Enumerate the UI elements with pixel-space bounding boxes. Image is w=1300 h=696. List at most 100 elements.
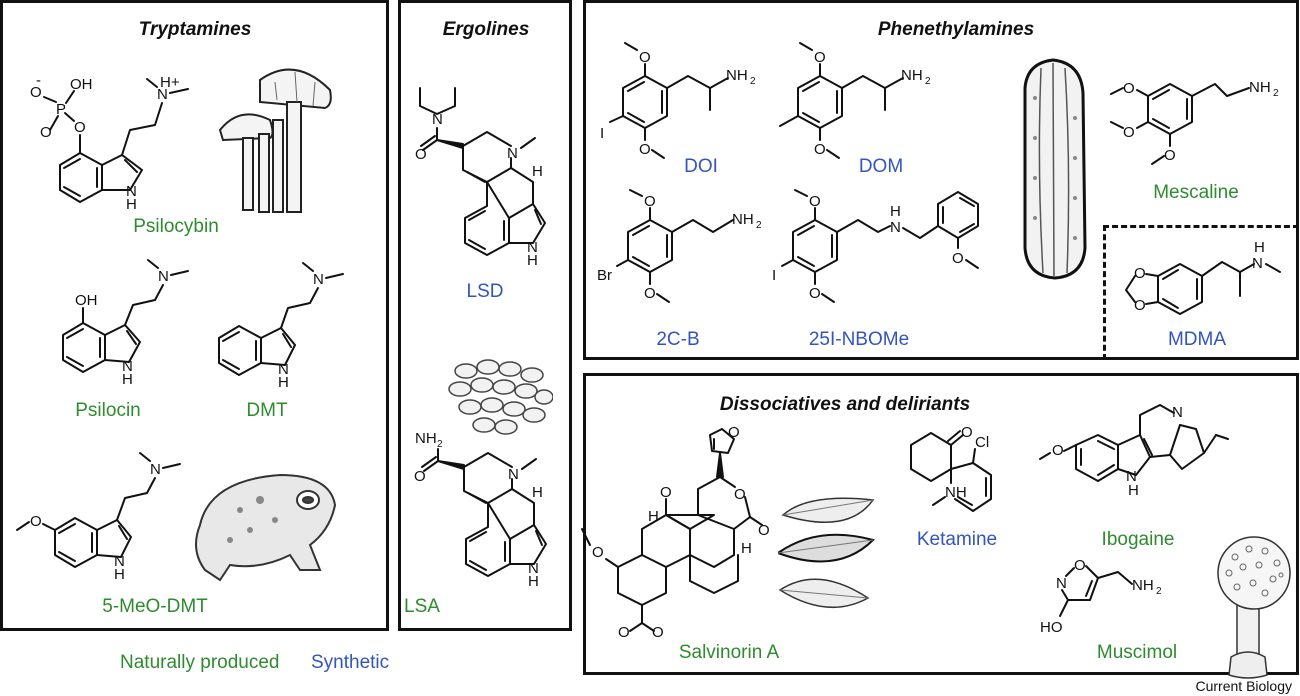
label-dmt: DMT: [246, 400, 288, 421]
label-25i-nbome: 25I-NBOMe: [808, 329, 910, 350]
svg-text:OH: OH: [70, 76, 93, 93]
svg-text:O: O: [1074, 557, 1086, 574]
mdma-dashed-subpanel: [1103, 225, 1299, 360]
svg-text:O: O: [809, 193, 821, 210]
panel-dissociatives: [583, 373, 1299, 675]
label-psilocin: Psilocin: [75, 400, 141, 421]
panel-ergolines: [398, 0, 572, 631]
label-lsa: LSA: [404, 596, 440, 617]
salvinorin-a-structure: O O O H O H O O O: [581, 424, 770, 641]
svg-text:2: 2: [756, 220, 762, 231]
svg-text:O: O: [1134, 297, 1146, 314]
svg-text:O: O: [660, 484, 672, 501]
svg-text:O: O: [30, 84, 42, 101]
svg-text:2: 2: [750, 76, 756, 87]
atom-n: N: [126, 183, 137, 200]
svg-text:O: O: [758, 522, 770, 539]
svg-text:N: N: [1126, 468, 1137, 485]
svg-text:2: 2: [925, 76, 931, 87]
label-mdma: MDMA: [1167, 329, 1227, 350]
svg-text:O: O: [618, 624, 630, 641]
tryptamines-title: Tryptamines: [138, 19, 252, 40]
svg-text:NH: NH: [1249, 79, 1271, 96]
lsd-structure: N O N H NH: [415, 87, 546, 269]
svg-text:P: P: [56, 101, 66, 118]
svg-text:O: O: [1123, 124, 1135, 141]
svg-text:N: N: [527, 239, 538, 256]
label-salvinorin-a: Salvinorin A: [678, 642, 780, 663]
svg-text:N: N: [313, 271, 324, 288]
svg-text:H: H: [278, 374, 289, 391]
svg-text:O: O: [1052, 442, 1064, 459]
svg-text:Cl: Cl: [975, 434, 989, 451]
svg-text:N: N: [507, 145, 518, 162]
svg-text:OH: OH: [75, 292, 98, 309]
label-2c-b: 2C-B: [656, 329, 700, 350]
mushroom-illustration: [218, 68, 332, 213]
svg-text:O: O: [1164, 147, 1176, 164]
svg-text:N: N: [122, 358, 133, 375]
svg-text:2: 2: [1156, 586, 1162, 597]
svg-text:N: N: [528, 560, 539, 577]
svg-text:N: N: [1056, 575, 1067, 592]
svg-text:H: H: [648, 508, 659, 525]
svg-text:O: O: [1123, 80, 1135, 97]
svg-text:NH: NH: [732, 211, 754, 228]
ketamine-structure: O NH Cl: [910, 424, 992, 512]
svg-text:O: O: [1134, 265, 1146, 282]
svg-text:O: O: [809, 285, 821, 302]
svg-text:H: H: [527, 252, 538, 269]
seeds-illustration: [448, 359, 553, 435]
svg-text:O: O: [74, 119, 86, 136]
svg-text:O: O: [415, 146, 427, 163]
svg-text:N: N: [1252, 255, 1263, 272]
25i-nbome-structure: O O I NH O: [772, 189, 979, 303]
svg-text:NH: NH: [901, 67, 923, 84]
dmt-structure: NH N: [218, 262, 344, 391]
svg-text:O: O: [644, 285, 656, 302]
label-ketamine: Ketamine: [916, 529, 998, 550]
svg-text:O: O: [734, 486, 746, 503]
svg-text:I: I: [600, 125, 604, 142]
svg-text:2: 2: [437, 439, 443, 450]
panel-phenethylamines: [583, 0, 1299, 360]
svg-text:H: H: [532, 484, 543, 501]
svg-text:Br: Br: [597, 267, 612, 284]
dissociatives-title: Dissociatives and deliriants: [719, 394, 971, 415]
cactus-illustration: [1023, 58, 1087, 280]
svg-text:-: -: [36, 72, 41, 89]
svg-text:O: O: [30, 513, 42, 530]
ergolines-title: Ergolines: [442, 19, 530, 40]
amanita-mushroom-illustration: [1217, 536, 1291, 679]
legend-natural: Naturally produced: [120, 652, 280, 673]
svg-text:H: H: [122, 371, 133, 388]
credit-text: Current Biology: [1195, 678, 1293, 694]
label-5-meo-dmt: 5-MeO-DMT: [102, 596, 208, 617]
svg-text:H: H: [532, 163, 543, 180]
label-doi: DOI: [684, 156, 718, 177]
svg-text:N: N: [890, 219, 901, 236]
label-mescaline: Mescaline: [1153, 182, 1239, 203]
svg-text:O: O: [639, 141, 651, 158]
svg-text:N: N: [150, 461, 161, 478]
svg-text:N: N: [157, 86, 168, 103]
svg-text:H: H: [126, 196, 137, 213]
leaves-illustration: [778, 497, 875, 609]
svg-text:O: O: [639, 49, 651, 66]
ibogaine-n: N: [1172, 404, 1183, 421]
svg-text:H+: H+: [160, 74, 180, 91]
svg-text:N: N: [432, 111, 443, 128]
svg-text:N: N: [158, 268, 169, 285]
label-ibogaine: Ibogaine: [1101, 529, 1175, 550]
5-meo-dmt-structure: NH O N: [16, 452, 181, 583]
svg-text:H: H: [528, 573, 539, 590]
svg-text:N: N: [278, 361, 289, 378]
svg-text:O: O: [652, 624, 664, 641]
svg-text:N: N: [114, 553, 125, 570]
svg-text:O: O: [414, 468, 426, 485]
legend-synthetic: Synthetic: [311, 652, 390, 673]
